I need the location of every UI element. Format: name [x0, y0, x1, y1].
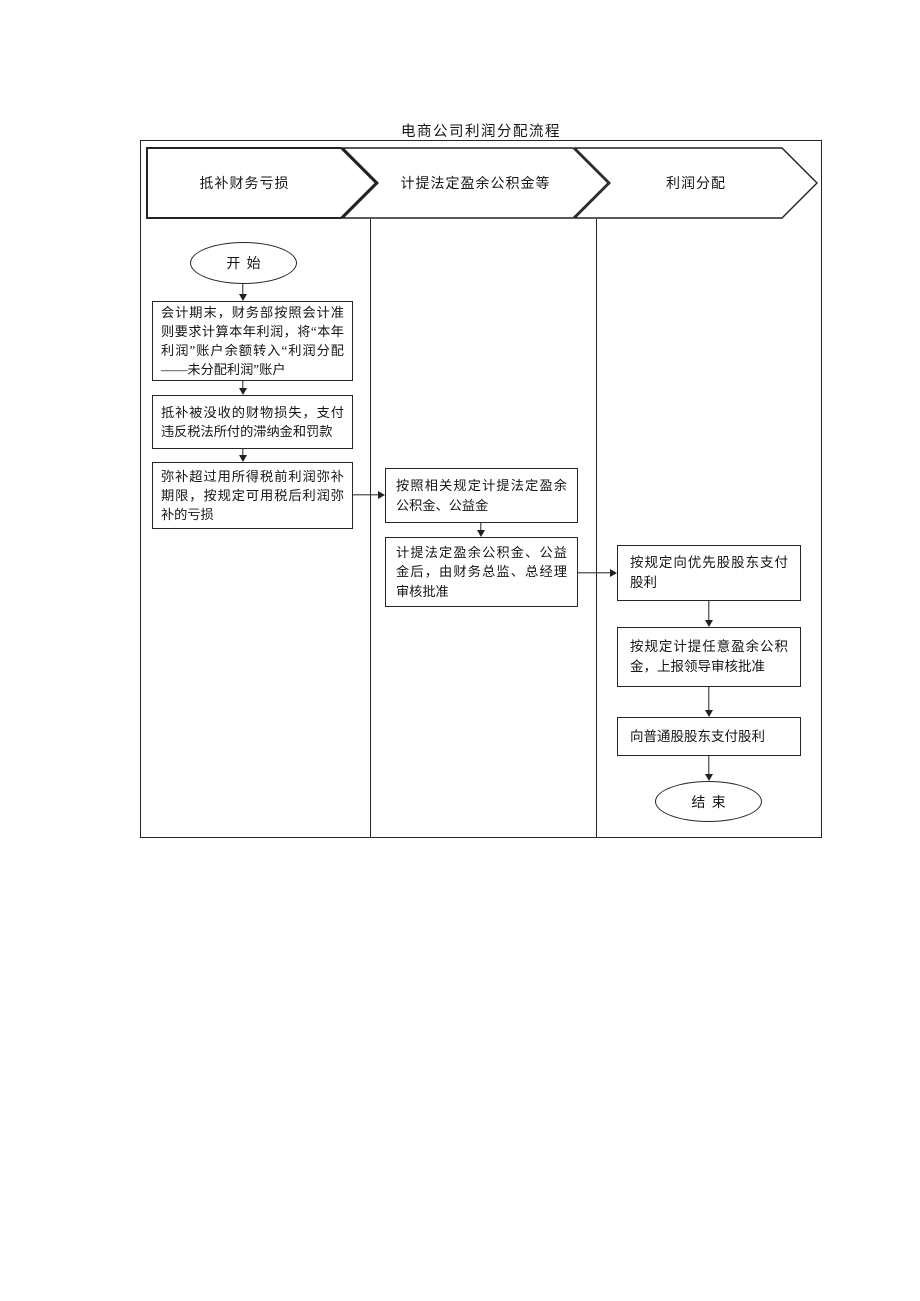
arrow-step2-to-step3 [238, 449, 248, 462]
lane-header-shape-3 [574, 147, 818, 219]
lane-arrow-outline [146, 147, 377, 219]
arrow-head [239, 388, 247, 395]
lane-arrow-outline [574, 147, 818, 219]
arrow-line [708, 687, 710, 712]
arrow-step5-to-step6 [578, 568, 617, 578]
process-step-text: 弥补超过用所得税前利润弥补期限，按规定可用税后利润弥补的亏损 [161, 468, 344, 523]
process-step-6: 按规定向优先股股东支付股利 [617, 545, 801, 601]
lane-divider-1 [370, 219, 372, 838]
lane-arrow-outline [342, 147, 609, 219]
arrow-head [239, 294, 247, 301]
lane-header-shape-1 [146, 147, 377, 219]
arrow-step3-to-step4 [353, 490, 385, 500]
arrow-head [239, 455, 247, 462]
process-step-8: 向普通股股东支付股利 [617, 717, 801, 756]
start-terminal: 开始 [190, 242, 297, 284]
arrow-step1-to-step2 [238, 381, 248, 395]
process-step-text: 计提法定盈余公积金、公益金后，由财务总监、总经理审核批准 [396, 545, 567, 599]
end-terminal: 结束 [655, 781, 762, 822]
process-step-5: 计提法定盈余公积金、公益金后，由财务总监、总经理审核批准 [385, 537, 578, 607]
process-step-1: 会计期末，财务部按照会计准则要求计算本年利润，将“本年利润”账户余额转入“利润分… [152, 301, 353, 381]
process-step-2: 抵补被没收的财物损失，支付违反税法所付的滞纳金和罚款 [152, 395, 353, 449]
page-title: 电商公司利润分配流程 [401, 124, 561, 140]
arrow-head [705, 620, 713, 627]
arrow-line [708, 601, 710, 622]
arrow-start-to-step1 [238, 284, 248, 301]
lane-divider-2 [596, 219, 598, 838]
arrow-head [477, 530, 485, 537]
process-step-text: 向普通股股东支付股利 [630, 728, 765, 744]
arrow-line [353, 494, 380, 496]
arrow-line [242, 381, 244, 390]
arrow-head [705, 710, 713, 717]
arrow-line [480, 523, 482, 532]
arrow-line [578, 572, 612, 574]
process-step-4: 按照相关规定计提法定盈余公积金、公益金 [385, 468, 578, 523]
arrow-line [242, 449, 244, 457]
arrow-step4-to-step5 [476, 523, 486, 537]
lane-header-shape-2 [342, 147, 609, 219]
arrow-step8-to-end [704, 756, 714, 781]
arrow-step7-to-step8 [704, 687, 714, 717]
process-step-3: 弥补超过用所得税前利润弥补期限，按规定可用税后利润弥补的亏损 [152, 462, 353, 529]
process-step-text: 按照相关规定计提法定盈余公积金、公益金 [396, 478, 567, 513]
process-step-text: 会计期末，财务部按照会计准则要求计算本年利润，将“本年利润”账户余额转入“利润分… [161, 304, 344, 378]
process-step-text: 抵补被没收的财物损失，支付违反税法所付的滞纳金和罚款 [161, 404, 344, 439]
process-step-text: 按规定向优先股股东支付股利 [630, 555, 788, 590]
arrow-head [610, 569, 617, 577]
process-step-text: 按规定计提任意盈余公积金，上报领导审核批准 [630, 639, 788, 674]
arrow-line [242, 284, 244, 296]
arrow-head [705, 774, 713, 781]
arrow-step6-to-step7 [704, 601, 714, 627]
process-step-7: 按规定计提任意盈余公积金，上报领导审核批准 [617, 627, 801, 687]
arrow-head [378, 491, 385, 499]
arrow-line [708, 756, 710, 776]
